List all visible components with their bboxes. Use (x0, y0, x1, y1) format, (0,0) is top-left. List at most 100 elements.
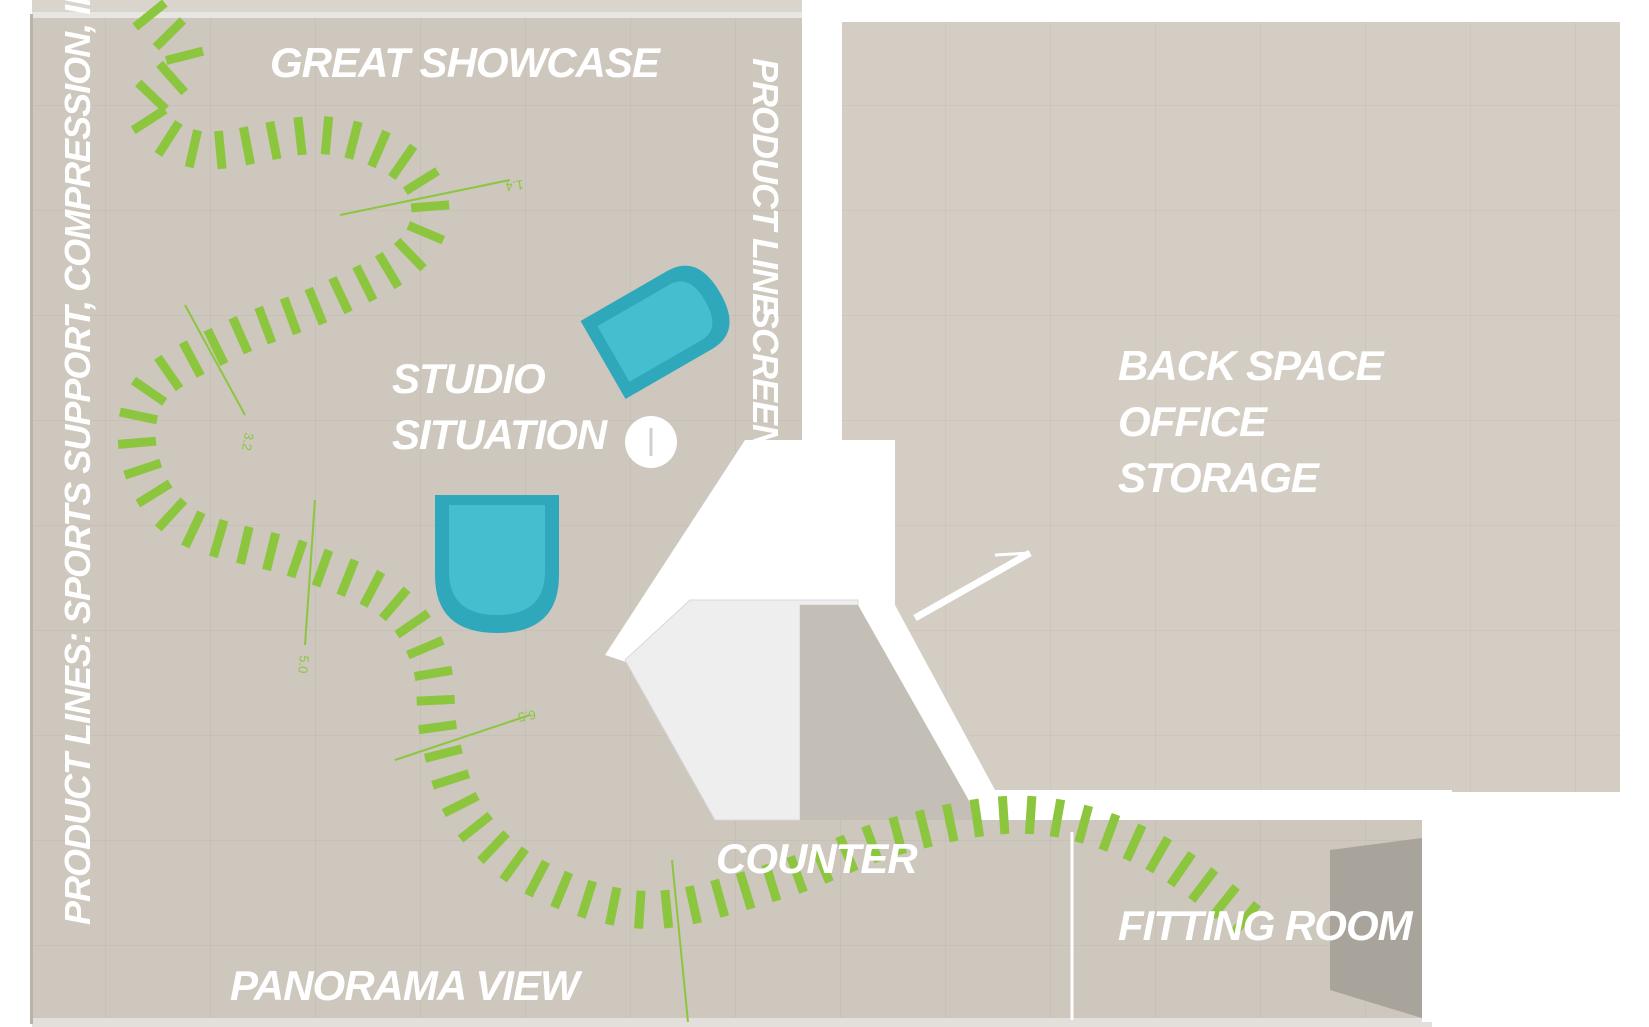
track-segment (236, 525, 254, 565)
track-segment (228, 315, 253, 355)
track-segment (499, 846, 529, 883)
track-segment (378, 586, 411, 622)
track-segment (135, 79, 169, 113)
track-segment (1024, 795, 1037, 835)
track-segment (786, 854, 808, 894)
label-screen: SCREEN (745, 305, 786, 450)
track-segment (184, 129, 202, 169)
track-segment (203, 327, 229, 366)
marker-label: 5.0 (295, 655, 312, 674)
track-segment (367, 129, 391, 169)
track-segment (265, 120, 282, 160)
track-segment (410, 200, 450, 213)
track-segment (130, 376, 168, 406)
track-segment (352, 264, 378, 303)
track-distance-markers: 1.4 3.2 5.0 6.5 (184, 177, 689, 1023)
label-panorama-view: PANORAMA VIEW (230, 962, 580, 1009)
label-studio-situation: STUDIO SITUATION (392, 355, 607, 458)
track-segment (477, 830, 510, 865)
marker-line (671, 859, 689, 1023)
marker-line (339, 179, 511, 216)
track-segment (1098, 812, 1121, 852)
track-segment (1049, 798, 1066, 838)
track-segment (418, 720, 458, 735)
track-segment (156, 60, 189, 96)
track-segment (634, 890, 646, 929)
showroom-floor (32, 18, 802, 1022)
label-situation: SITUATION (392, 411, 607, 458)
track-segment (135, 479, 173, 508)
marker-line (394, 714, 531, 761)
track-segment (1209, 883, 1240, 920)
track-segment (1166, 850, 1196, 888)
track-segment (279, 296, 302, 336)
track-segment (304, 286, 328, 326)
track-segment (286, 539, 308, 579)
track-segment (394, 609, 431, 639)
track-segment (374, 251, 403, 290)
label-back-space: BACK SPACE OFFICE STORAGE (1118, 342, 1384, 501)
track-segment (457, 811, 494, 843)
track-segment (810, 845, 834, 884)
track-segment (915, 809, 933, 849)
track-segment (393, 237, 427, 272)
fitting-room-wall (1330, 838, 1422, 1018)
label-office: OFFICE (1118, 398, 1267, 445)
track-segment (293, 116, 307, 156)
track-segment (154, 497, 188, 532)
counter-partition (605, 440, 1452, 1022)
track-segment (388, 143, 418, 180)
track-segment (761, 863, 782, 903)
label-back-space-line: BACK SPACE (1118, 342, 1384, 389)
track-segment (181, 510, 206, 549)
track-segment (238, 126, 255, 166)
track-segment (311, 548, 334, 588)
track-segment (888, 816, 907, 856)
track-segment (406, 221, 446, 245)
marker-label: 3.2 (239, 431, 257, 451)
track-segment (604, 886, 622, 926)
track-segment (660, 889, 674, 929)
track-segment (178, 340, 205, 378)
door (913, 549, 1032, 622)
track-segment (262, 532, 281, 572)
track-segment (123, 458, 163, 480)
label-fitting-room: FITTING ROOM (1118, 902, 1413, 949)
track-segment (1122, 823, 1147, 862)
track-segment (164, 46, 205, 65)
track-segment (969, 798, 985, 838)
track-segment (441, 791, 480, 818)
track-segment (152, 17, 187, 51)
track-segment (1229, 900, 1261, 937)
marker-label: 1.4 (505, 177, 525, 194)
track-segment (209, 519, 229, 559)
track-segment (524, 859, 550, 898)
lounge-chair (435, 495, 559, 633)
track-segment (997, 795, 1010, 835)
track-segment (132, 0, 168, 31)
track-segment (154, 119, 183, 157)
track-segment (328, 275, 353, 315)
label-product-lines: PRODUCT LINES: SPORTS SUPPORT, COMPRESSI… (57, 0, 98, 925)
back-space-floor (842, 22, 1620, 792)
label-counter: COUNTER (716, 835, 918, 882)
label-product-line: PRODUCT LINE (745, 58, 786, 316)
track-segment (735, 871, 756, 911)
marker-line (184, 304, 246, 416)
track-segment (1145, 835, 1172, 874)
label-studio: STUDIO (392, 355, 546, 402)
track-segment (359, 569, 386, 608)
track-segment (336, 558, 359, 597)
track-segment (941, 803, 959, 843)
partition-wall (802, 0, 842, 445)
track-segment (118, 407, 159, 425)
track-segment (154, 354, 184, 392)
track-segment (861, 824, 883, 864)
marker-label: 6.5 (517, 707, 537, 725)
label-storage: STORAGE (1118, 454, 1319, 501)
track-segment (710, 878, 730, 918)
track-segment (423, 744, 463, 763)
green-display-track (117, 0, 1261, 937)
track-segment (344, 120, 363, 160)
